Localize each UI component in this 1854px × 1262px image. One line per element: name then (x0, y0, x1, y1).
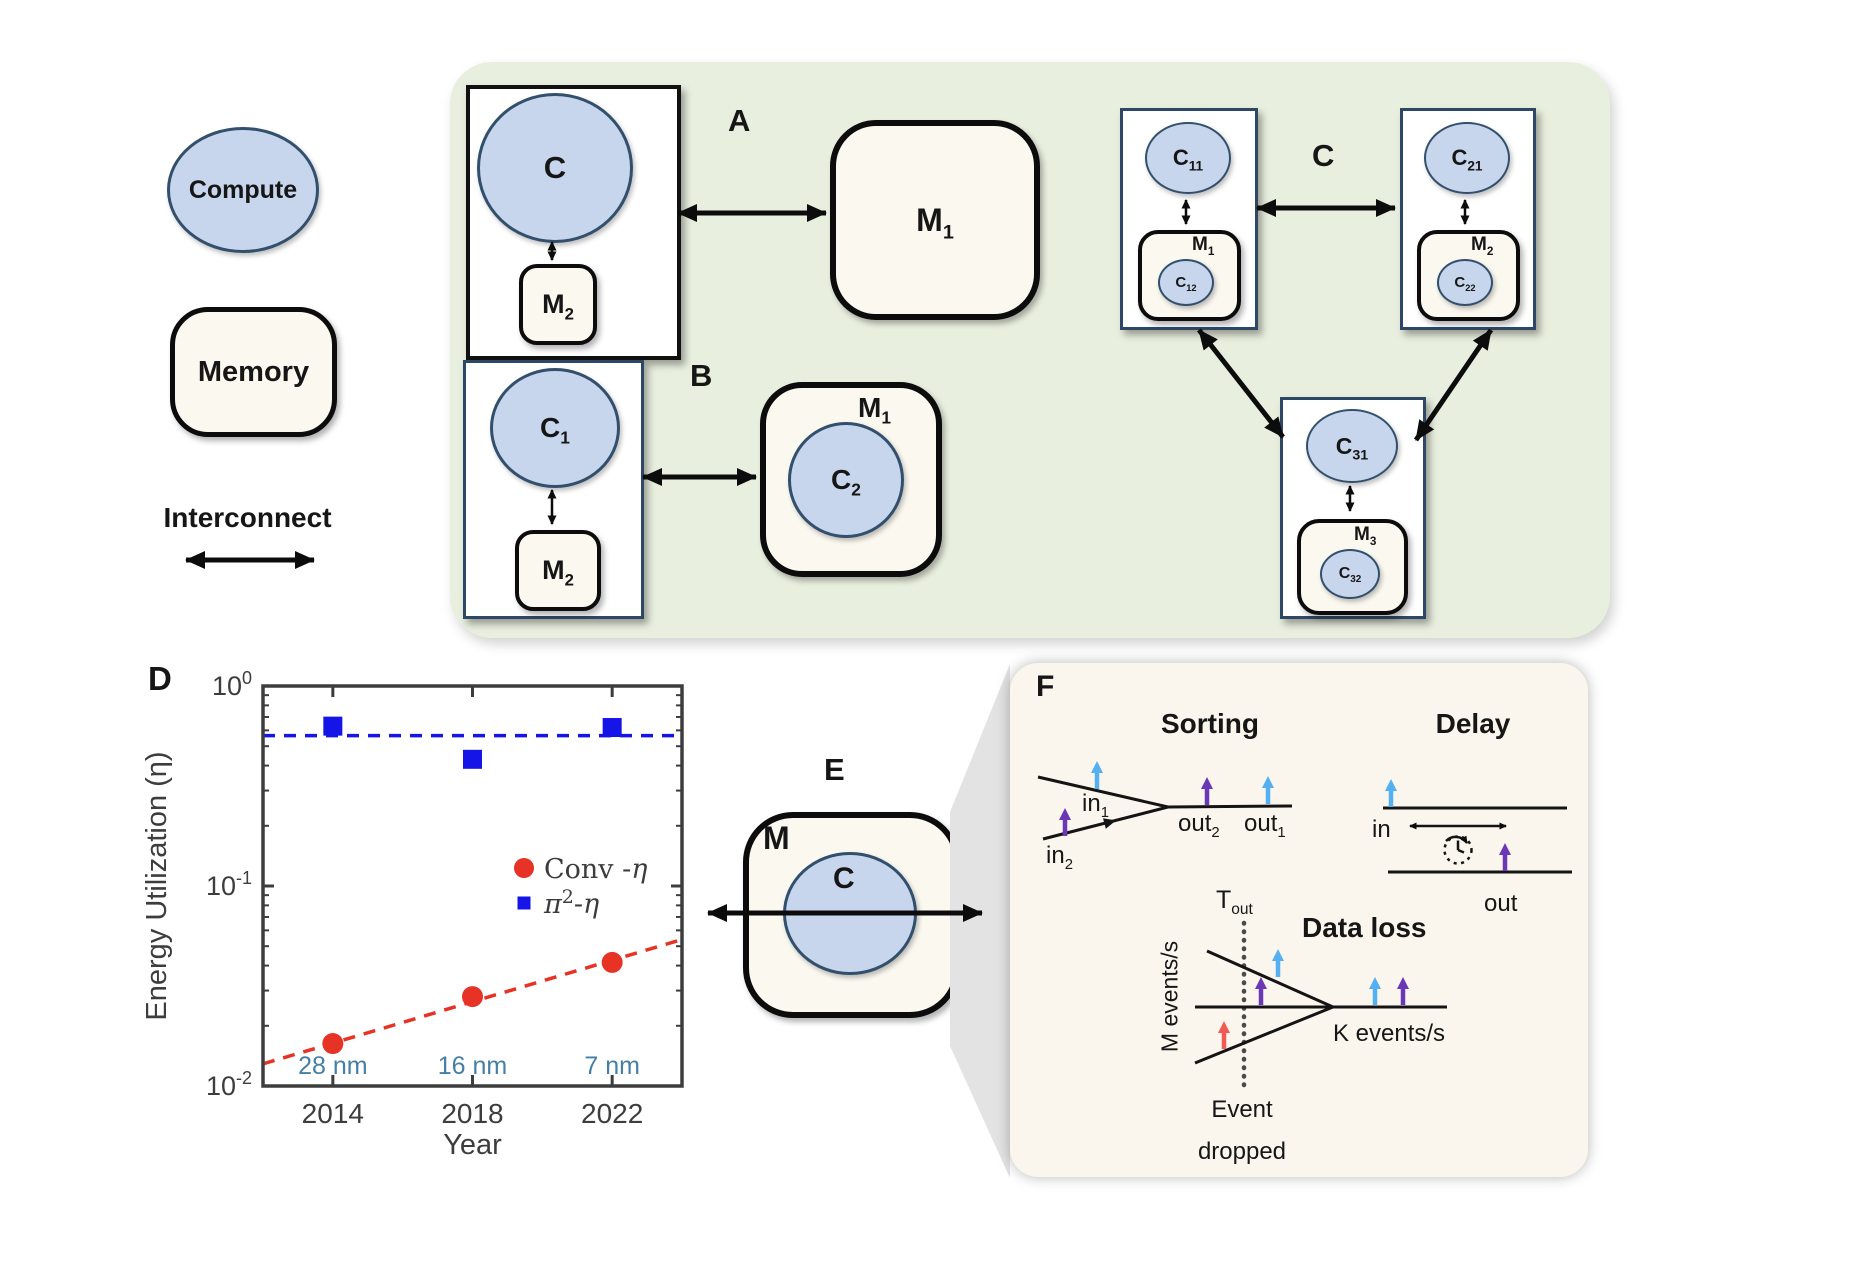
y-tick-label: 10-2 (206, 1068, 252, 1101)
panel-d-label: D (148, 660, 172, 697)
energy-chart: 2014 2018 2022 100 10-1 10-2 28 nm 16 nm 7 nm Yea… (141, 668, 684, 1161)
panel-b-c1-label: C1 (540, 412, 570, 448)
sorting-out2-label: out2 (1178, 810, 1220, 841)
sorting-output-line (1037, 775, 1293, 809)
panel-c-c11-label: C11 (1172, 145, 1204, 174)
panel-b-m1-label: M1 (858, 392, 891, 428)
data-loss-merge-lines (1194, 949, 1447, 1065)
y-tick-label: 100 (212, 668, 252, 701)
panel-b-m2-label: M2 (542, 555, 574, 590)
panel-c-c22-label: C22 (1454, 274, 1476, 293)
panel-b-m2-memory: M2 (515, 530, 601, 611)
data-loss-tout-label: Tout (1216, 886, 1253, 918)
legend-memory-label: Memory (197, 355, 310, 388)
x-axis-title: Year (443, 1129, 502, 1161)
panel-e-m-label: M (763, 820, 790, 856)
chart-frame (261, 684, 684, 1088)
node-label-28nm: 28 nm (298, 1052, 367, 1080)
panel-a-m2-memory: M2 (519, 264, 597, 345)
chart-point-conv-2022 (601, 951, 623, 973)
delay-title: Delay (1435, 708, 1511, 739)
panel-a-m2-label: M2 (542, 289, 574, 324)
chart-point-pi2-2018 (463, 749, 482, 769)
legend-memory-shape: Memory (170, 307, 337, 437)
panel-e-c-label: C (833, 862, 855, 895)
data-loss-title: Data loss (1302, 912, 1427, 943)
chart-point-pi2-2014 (323, 716, 343, 736)
panel-f-label: F (1036, 670, 1055, 703)
panel-b-c2-label: C2 (831, 464, 861, 500)
panel-c-m2-label: M2 (1471, 234, 1494, 258)
panel-b-label: B (690, 358, 713, 393)
sorting-merge-arrowhead-icon (1103, 818, 1116, 829)
data-loss-rate-label: K events/s (1333, 1020, 1446, 1047)
x-tick-label-2014: 2014 (302, 1098, 364, 1129)
panel-c-c21-ellipse: C21 (1424, 122, 1510, 194)
node-label-7nm: 7 nm (584, 1052, 640, 1080)
legend-compute-label: Compute (188, 175, 298, 204)
panel-c-c21-label: C21 (1451, 145, 1483, 174)
panel-c-c31-label: C31 (1335, 432, 1369, 464)
panel-a-m1-memory: M1 (830, 120, 1040, 320)
legend-interconnect-arrow-icon (185, 551, 315, 569)
panel-b-c2-ellipse: C2 (788, 422, 904, 538)
panel-a-c-label: C (543, 150, 567, 185)
data-loss-event-label: Event (1211, 1096, 1273, 1123)
data-loss-y-axis-label: M events/s (1156, 940, 1183, 1053)
panel-c-left-diagonal-interconnect-arrow-icon (1197, 328, 1285, 439)
panel-c-c22-ellipse: C22 (1437, 259, 1493, 306)
legend-interconnect-label: Interconnect (163, 502, 332, 533)
y-tick-label: 10-1 (206, 868, 252, 901)
interconnect-arrows-layer (547, 199, 1494, 525)
sorting-title: Sorting (1161, 708, 1259, 739)
x-tick-label-2022: 2022 (581, 1098, 643, 1129)
sorting-in2-label: in2 (1046, 842, 1073, 873)
panel-c-m2-memory (1417, 230, 1520, 321)
chart-point-conv-2018 (462, 986, 483, 1008)
node-label-16nm: 16 nm (438, 1052, 507, 1080)
panel-c-m1-label: M1 (1192, 234, 1215, 258)
panel-a-label: A (728, 103, 751, 138)
panel-c-c12-label: C12 (1175, 274, 1197, 293)
legend-text-pi2: π2-η (543, 886, 599, 920)
panel-f-background (1010, 663, 1588, 1177)
panel-c-c32-ellipse: C32 (1320, 549, 1380, 599)
legend-text-conv: Conv -η (544, 854, 647, 885)
panel-b-c1-ellipse: C1 (490, 368, 620, 488)
panel-e-interconnect-arrow-icon (707, 904, 983, 922)
sorting-out1-label: out1 (1244, 810, 1286, 841)
panel-a-compute-ellipse: C (477, 93, 633, 243)
x-tick-label-2018: 2018 (441, 1098, 503, 1129)
panel-c-c12-ellipse: C12 (1158, 259, 1214, 306)
legend-marker-conv (514, 858, 534, 878)
delay-out-label: out (1484, 890, 1518, 917)
panel-c-m3-label: M3 (1354, 524, 1377, 548)
legend-marker-pi2 (517, 896, 531, 910)
data-loss-dropped-label: dropped (1197, 1138, 1287, 1165)
panel-c-right-diagonal-interconnect-arrow-icon (1413, 328, 1494, 442)
panel-c-c32-label: C32 (1338, 565, 1362, 586)
panel-c-c31-ellipse: C31 (1306, 409, 1398, 483)
chart-point-pi2-2022 (602, 718, 622, 738)
sorting-in1-label: in1 (1082, 790, 1109, 821)
delay-in-label: in (1372, 816, 1391, 843)
legend-compute-shape: Compute (167, 127, 319, 253)
panel-c-label: C (1312, 138, 1335, 173)
chart-point-conv-2014 (322, 1033, 344, 1055)
clock-icon (1443, 835, 1473, 865)
panel-c-c11-ellipse: C11 (1145, 122, 1231, 194)
panel-e-label: E (824, 752, 845, 787)
panel-a-m1-label: M1 (916, 201, 954, 243)
panel-f-diagram-layer (1037, 761, 1572, 1090)
y-axis-title: Energy Utilization (η) (141, 751, 173, 1020)
